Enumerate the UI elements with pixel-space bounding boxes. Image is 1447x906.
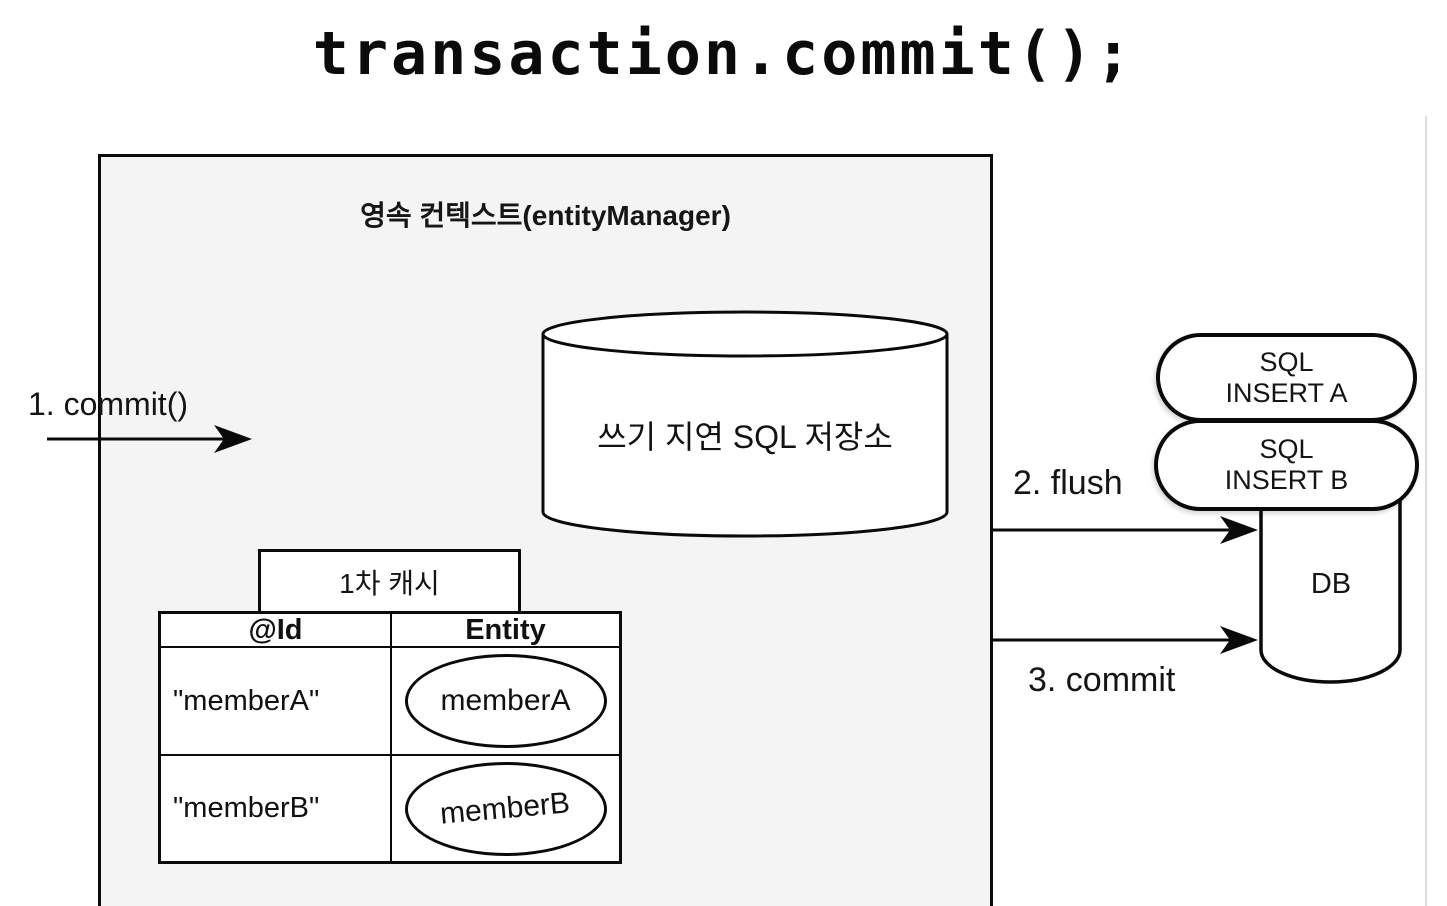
entity-ellipse-memberB: memberB <box>404 761 607 856</box>
cache-row-memberB-id: "memberB" <box>161 756 392 861</box>
step2-flush-label: 2. flush <box>1013 464 1123 502</box>
page-title: transaction.commit(); <box>312 19 1135 89</box>
db-label: DB <box>1310 568 1352 600</box>
first-level-cache-label: 1차 캐시 <box>339 567 440 599</box>
cache-column-header-id: @Id <box>161 614 392 648</box>
step3-commit-label: 3. commit <box>1028 661 1176 699</box>
cache-row-memberA-entity-cell: memberA <box>392 648 619 756</box>
entity-ellipse-memberB-label: memberB <box>439 785 572 831</box>
cache-row-memberA-id: "memberA" <box>161 648 392 756</box>
first-level-cache-label-box: 1차 캐시 <box>258 549 521 614</box>
cache-row-memberB-entity-cell: memberB <box>392 756 619 861</box>
persistence-context-label: 영속 컨텍스트(entityManager) <box>360 200 731 231</box>
arrow-flush-step2 <box>993 516 1258 544</box>
sql-insert-b-line2: INSERT B <box>1224 465 1349 495</box>
sql-insert-b-line1: SQL <box>1259 434 1314 464</box>
sql-insert-b-pill: SQL INSERT B <box>1154 419 1419 511</box>
first-level-cache-table: @Id Entity "memberA" memberA "memberB" m… <box>158 611 622 864</box>
arrow-commit-step3 <box>993 626 1258 654</box>
sql-insert-a-line2: INSERT A <box>1225 377 1348 408</box>
sql-insert-a-pill: SQL INSERT A <box>1156 333 1417 422</box>
entity-ellipse-memberA: memberA <box>404 654 607 748</box>
cache-column-header-entity: Entity <box>392 614 619 648</box>
sql-store-label: 쓰기 지연 SQL 저장소 <box>597 419 893 455</box>
sql-insert-a-line1: SQL <box>1259 346 1314 377</box>
entity-ellipse-memberA-label: memberA <box>440 684 571 717</box>
step1-commit-label: 1. commit() <box>28 386 188 422</box>
